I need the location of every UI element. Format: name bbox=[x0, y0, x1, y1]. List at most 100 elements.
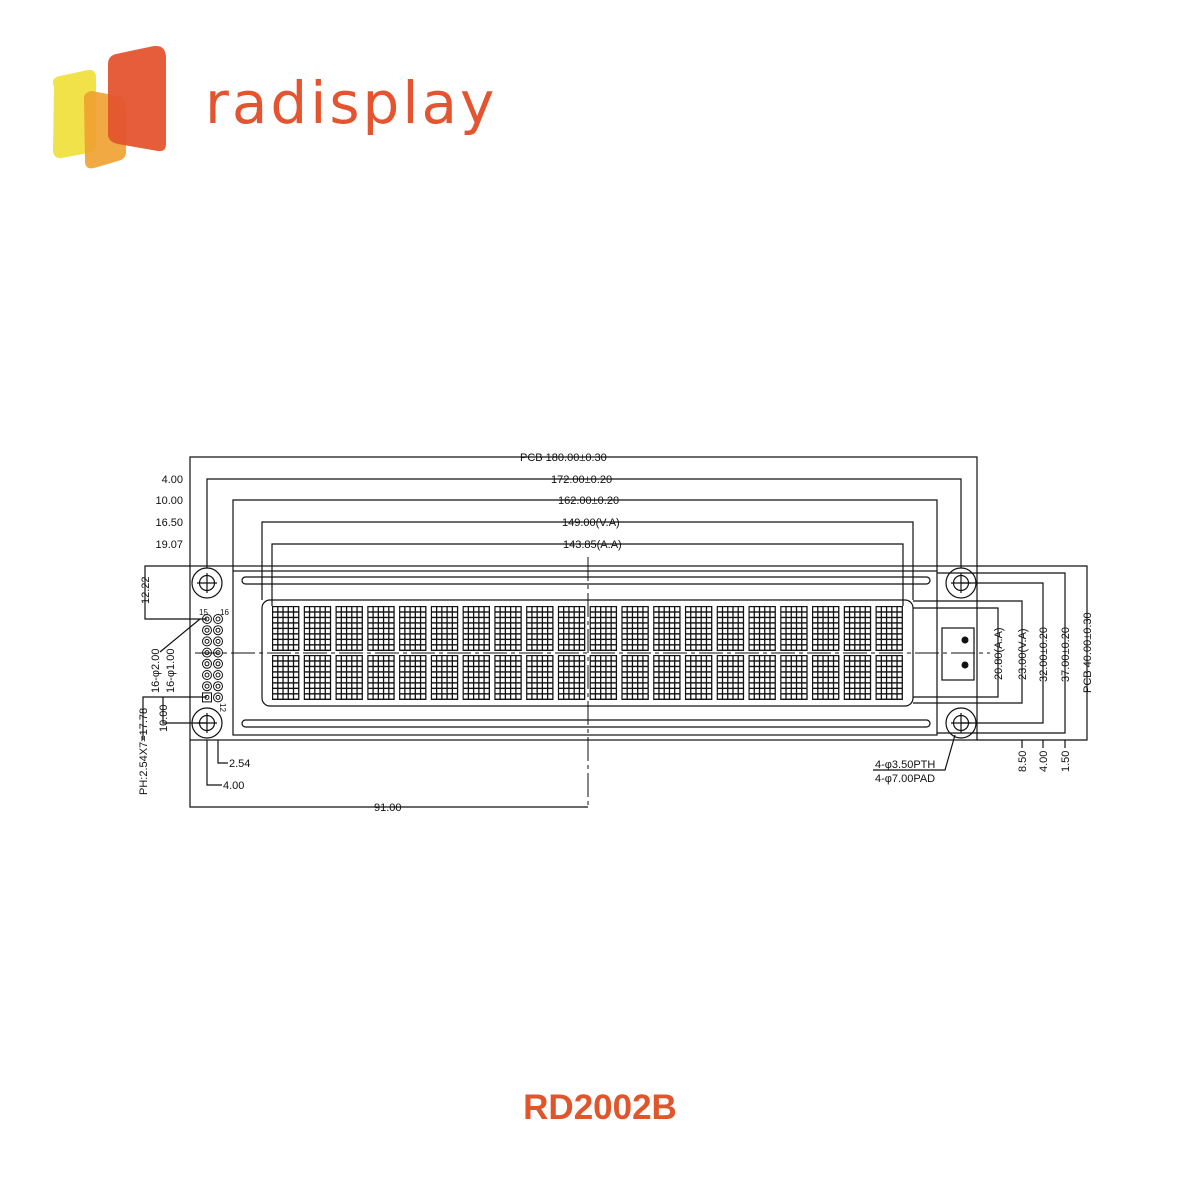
mounting-hole-icon bbox=[945, 567, 977, 599]
character-cell bbox=[303, 655, 332, 700]
pin-pad bbox=[213, 658, 223, 669]
character-cell bbox=[462, 655, 490, 700]
left-dimensions: 12.22 16-φ2.00 16-φ1.00 PH:2.54X7=17.78 … bbox=[138, 576, 229, 795]
dim-pin-hole: 16-φ1.00 bbox=[165, 649, 177, 693]
character-cell bbox=[430, 606, 459, 651]
character-cell bbox=[272, 655, 300, 700]
dimension-lines bbox=[142, 456, 1088, 808]
bottom-dimensions: 2.54 4.00 91.00 4-φ3.50PTH 4-φ7.00PAD bbox=[223, 758, 935, 814]
character-cell bbox=[812, 655, 840, 700]
logo-text: radisplay bbox=[205, 69, 498, 137]
character-cell bbox=[684, 606, 713, 651]
character-cell bbox=[653, 655, 681, 700]
character-cell bbox=[589, 655, 618, 700]
dim-pcb-height: PCB 40.00±0.30 bbox=[1082, 612, 1094, 693]
character-cell bbox=[462, 606, 490, 651]
character-cell bbox=[780, 606, 808, 651]
character-cell bbox=[303, 606, 332, 651]
dim-offset: 16.50 bbox=[155, 517, 183, 529]
hole-pth-label: 4-φ3.50PTH bbox=[875, 759, 935, 771]
mounting-hole-icon bbox=[945, 707, 977, 739]
radisplay-logo: radisplay bbox=[40, 40, 560, 180]
pin-pad bbox=[202, 636, 212, 647]
pin-label-16: 16 bbox=[220, 608, 229, 617]
character-cell bbox=[684, 655, 713, 700]
bezel-slot-bottom bbox=[241, 719, 931, 728]
character-cell bbox=[875, 655, 903, 700]
character-cell bbox=[430, 655, 459, 700]
character-cell bbox=[526, 655, 554, 700]
character-cell bbox=[843, 655, 872, 700]
connector-pad bbox=[961, 661, 969, 669]
pin-pad bbox=[202, 681, 212, 692]
dim-bezel-height: 37.00±0.20 bbox=[1060, 627, 1072, 682]
character-cell bbox=[335, 606, 363, 651]
pin-pad bbox=[213, 670, 223, 680]
center-lines bbox=[195, 557, 990, 808]
connector-pins bbox=[202, 614, 969, 703]
pin-pad bbox=[202, 670, 212, 680]
pin-pad bbox=[213, 636, 223, 647]
dim-length: 162.00±0.20 bbox=[558, 495, 619, 507]
connector-pad bbox=[961, 636, 969, 644]
model-number: RD2002B bbox=[523, 1088, 677, 1127]
character-cell bbox=[589, 606, 618, 651]
character-cell bbox=[335, 655, 363, 700]
dim-offset: 10.00 bbox=[155, 495, 183, 507]
dim-center: 91.00 bbox=[374, 802, 402, 814]
right-dimensions: 20.80(A.A) 23.00(V.A) 32.00±0.20 37.00±0… bbox=[993, 612, 1094, 772]
bezel-slot-top bbox=[241, 576, 931, 585]
dim-top-offset: 12.22 bbox=[140, 576, 152, 604]
pin-pad bbox=[213, 681, 223, 692]
pin-pad bbox=[213, 625, 223, 636]
character-cell bbox=[875, 606, 903, 651]
dim-offset: 4.00 bbox=[1038, 751, 1050, 772]
pin-label-15: 15 bbox=[199, 608, 208, 617]
pin-pad bbox=[213, 692, 223, 703]
dim-pin-pitch: 2.54 bbox=[229, 758, 250, 770]
top-dimensions: PCB 180.00±0.30 4.00 172.00±0.20 10.00 1… bbox=[155, 452, 621, 551]
dim-offset: 1.50 bbox=[1060, 751, 1072, 772]
character-cell bbox=[812, 606, 840, 651]
pin-pad bbox=[202, 614, 212, 624]
dim-length: 149.00(V.A) bbox=[562, 517, 620, 529]
character-cell bbox=[399, 606, 427, 651]
dim-pin-offset: 4.00 bbox=[223, 780, 244, 792]
character-cell bbox=[557, 606, 586, 651]
hole-pad-label: 4-φ7.00PAD bbox=[875, 773, 935, 785]
character-cell bbox=[399, 655, 427, 700]
mounting-hole-icon bbox=[191, 567, 223, 599]
dim-aa-height: 20.80(A.A) bbox=[993, 627, 1005, 680]
pin-pad bbox=[202, 658, 212, 669]
character-cell bbox=[748, 655, 776, 700]
dim-offset: 19.07 bbox=[155, 539, 183, 551]
pin-pad bbox=[213, 647, 223, 658]
dim-length: 143.85(A.A) bbox=[563, 539, 622, 551]
character-cells bbox=[272, 606, 903, 700]
character-cell bbox=[367, 655, 395, 700]
mounting-holes bbox=[191, 567, 977, 739]
character-cell bbox=[494, 655, 522, 700]
character-cell bbox=[557, 655, 586, 700]
pin-pad bbox=[213, 614, 223, 624]
pin-pad bbox=[202, 647, 212, 658]
pin-pad bbox=[202, 625, 212, 636]
character-cell bbox=[748, 606, 776, 651]
character-cell bbox=[621, 655, 649, 700]
character-cell bbox=[653, 606, 681, 651]
character-cell bbox=[494, 606, 522, 651]
dim-hole-pitch: 32.00±0.20 bbox=[1038, 627, 1050, 682]
character-cell bbox=[780, 655, 808, 700]
dim-length: 172.00±0.20 bbox=[551, 474, 612, 486]
dim-bottom-offset: 10.00 bbox=[158, 704, 170, 732]
backlight-connector bbox=[941, 627, 975, 681]
character-cell bbox=[716, 655, 745, 700]
dim-pin-pad: 16-φ2.00 bbox=[150, 649, 162, 693]
logo-mark-icon bbox=[52, 45, 166, 169]
dim-pcb-width: PCB 180.00±0.30 bbox=[520, 452, 607, 464]
mounting-hole-icon bbox=[191, 707, 223, 739]
character-cell bbox=[621, 606, 649, 651]
pcb-outline bbox=[189, 565, 978, 741]
character-cell bbox=[843, 606, 872, 651]
